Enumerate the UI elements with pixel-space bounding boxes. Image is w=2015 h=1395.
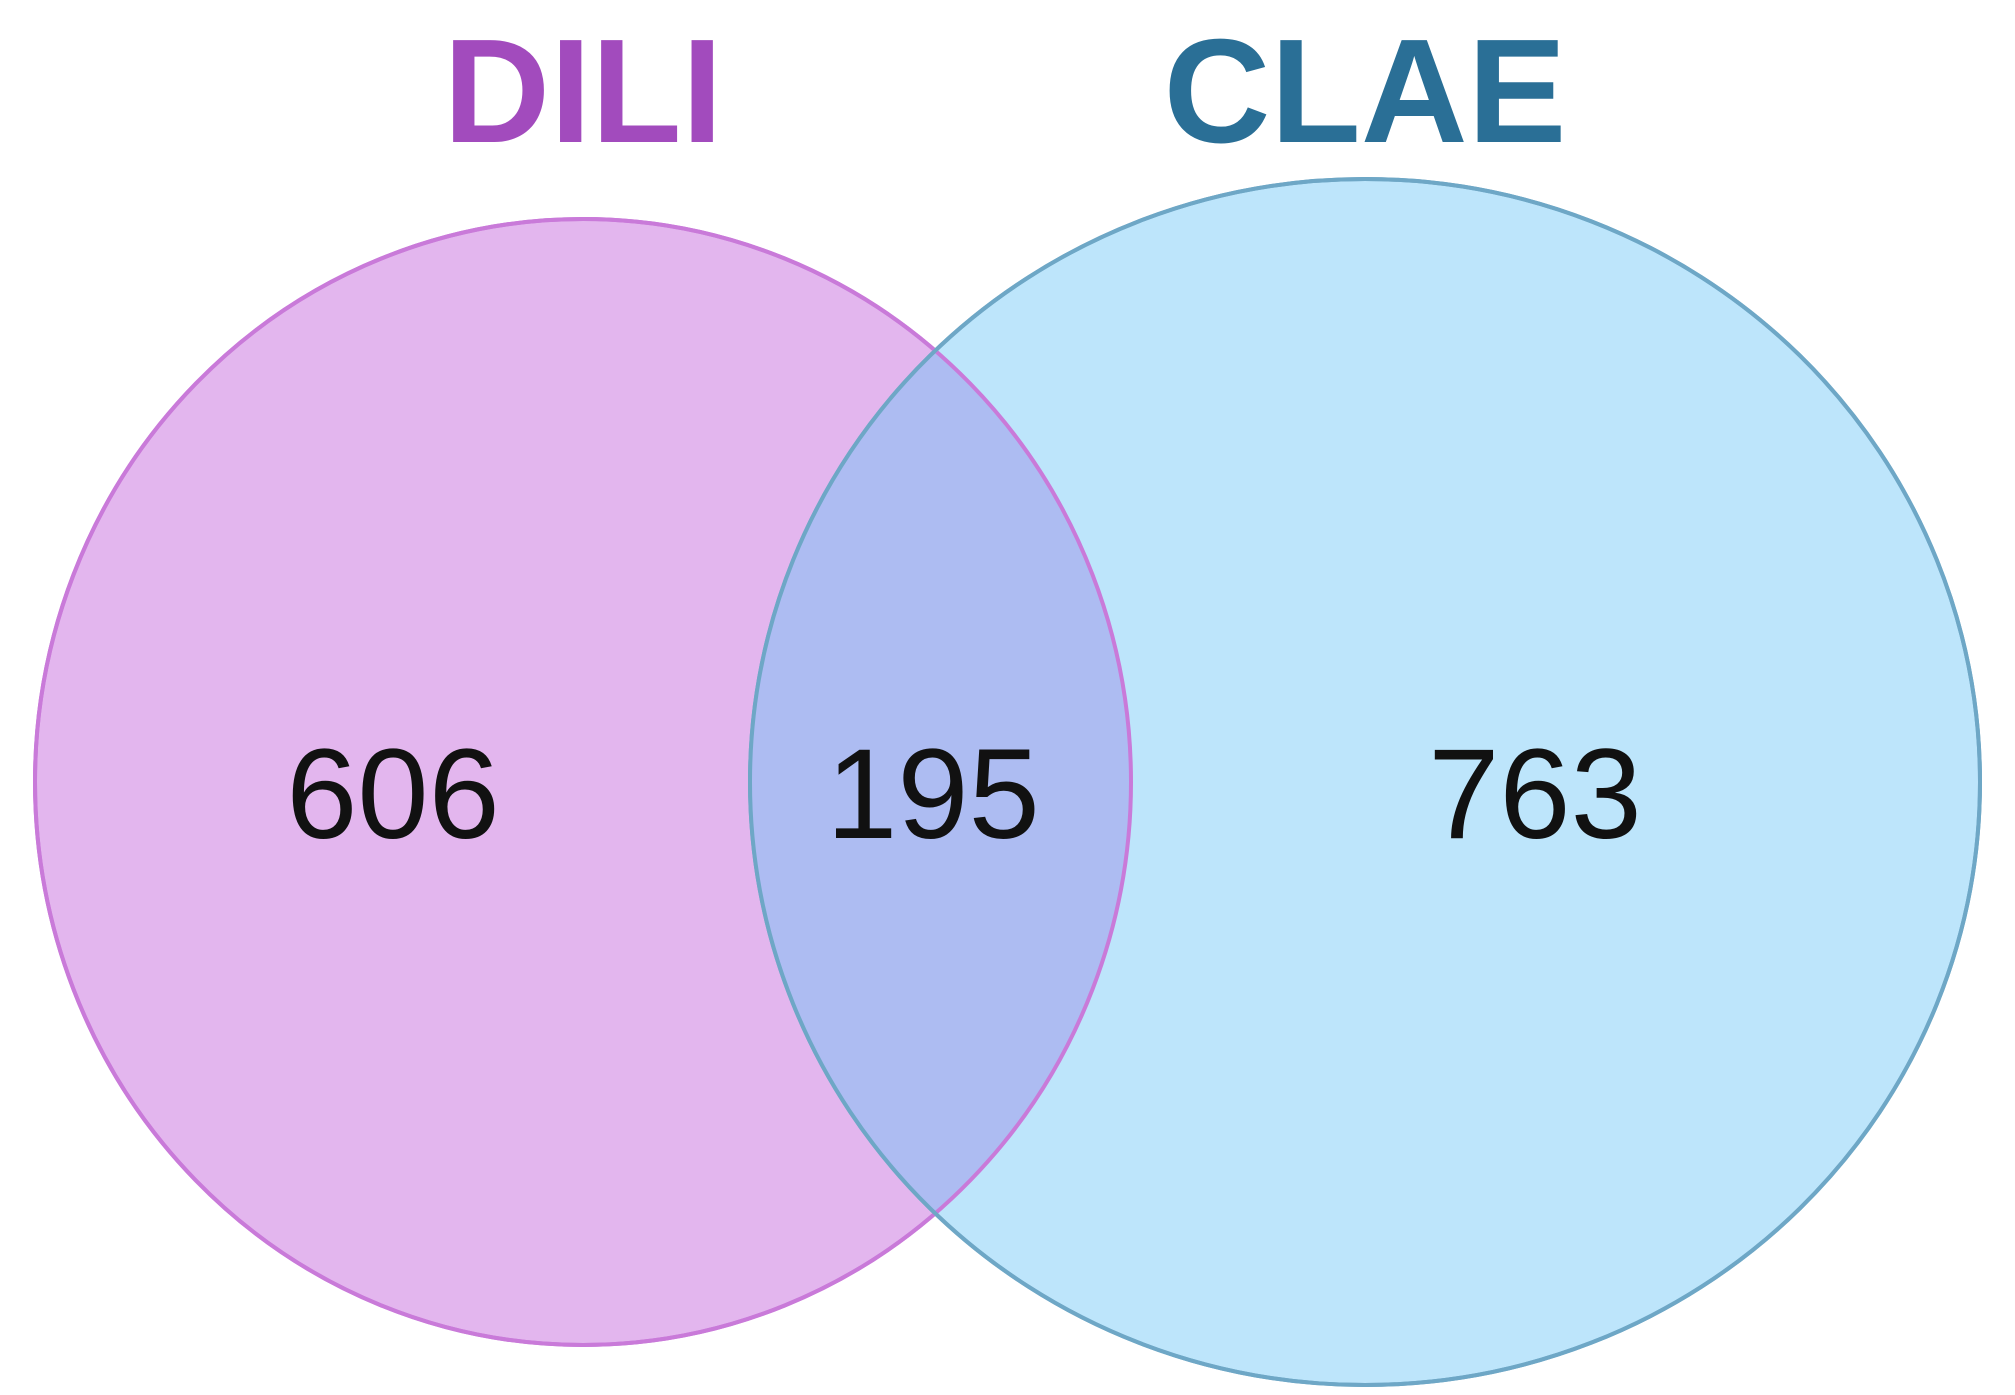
dili-outline — [33, 217, 1133, 1347]
clae-title: CLAE — [1164, 9, 1567, 174]
count-intersection: 195 — [826, 723, 1040, 866]
count-only-clae: 763 — [1428, 723, 1642, 866]
dili-title: DILI — [443, 9, 723, 174]
clae-outline — [748, 177, 1982, 1387]
count-only-dili: 606 — [286, 723, 500, 866]
